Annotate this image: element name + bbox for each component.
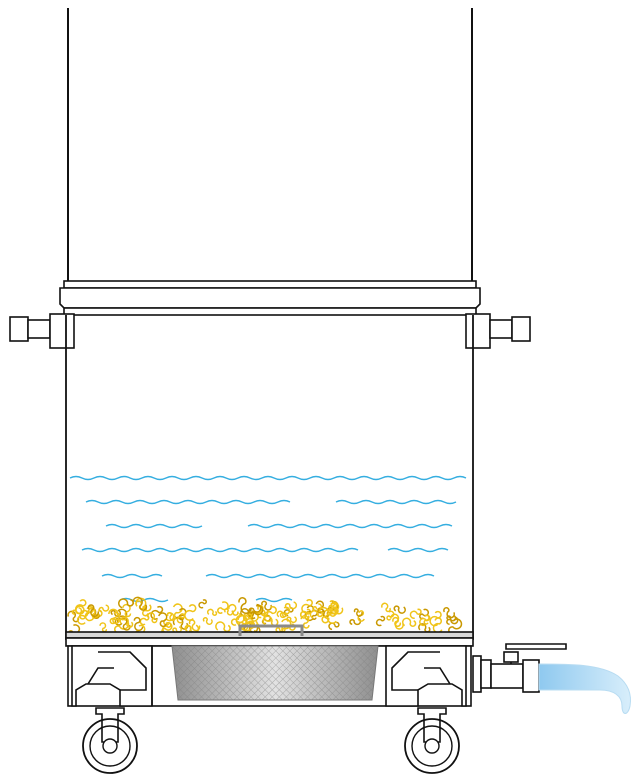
metal-chip [275,625,286,633]
water-wave-line [335,499,457,505]
metal-chip [263,606,277,622]
metal-chip [419,608,429,620]
metal-chip [381,602,391,613]
metal-chip [172,626,182,633]
metal-chip [262,615,279,627]
right-side-nozzle [465,313,531,349]
upper-column [67,8,473,283]
metal-chip [418,623,431,633]
metal-chip [147,612,158,624]
caster-wheel [404,707,460,774]
metal-chip [237,615,249,631]
metal-chip [119,616,134,628]
metal-chip [300,615,310,629]
metal-chip [386,610,395,621]
metal-chip [217,601,229,614]
left-bracket [71,645,153,707]
water-wave-line [205,573,435,579]
metal-chip [87,607,100,618]
valve-handle [505,643,567,650]
metal-chip [87,604,100,617]
metal-chip [286,616,297,624]
metal-chip [443,607,456,619]
metal-chip [132,596,148,611]
caster-wheels [82,707,460,774]
metal-chip [328,600,336,610]
metal-chip [390,613,402,628]
metal-chip [98,604,110,613]
metal-chip [429,610,442,627]
left-side-nozzle [9,313,75,349]
metal-chip [135,597,152,612]
metal-chip [99,622,108,633]
metal-chip [238,597,252,614]
metal-chip [446,615,457,622]
metal-chip [198,599,207,609]
flange-ring [59,280,481,316]
metal-chip [108,608,120,625]
metal-chip [76,609,89,625]
metal-chip [284,601,298,610]
metal-chip [279,606,291,619]
metal-chip [301,599,313,614]
metal-chip [133,616,144,632]
metal-chip [312,603,323,612]
water-wave-line [85,499,291,505]
outflow-stream [538,663,631,714]
basket-handle [238,624,304,636]
caster-wheel [82,707,138,774]
metal-chip [409,608,422,619]
water-wave-line [69,475,467,481]
metal-chip [202,617,213,625]
metal-chip [353,608,363,617]
metal-chip [328,621,340,631]
metal-chip [166,612,177,621]
metal-chip [215,621,231,633]
metal-chip [243,613,253,622]
metal-chip [392,616,404,630]
metal-chip [139,614,150,626]
drain-valve [472,643,567,693]
metal-chip [375,615,386,627]
metal-chip [228,603,239,616]
chip-layer [67,596,463,638]
metal-chip [315,600,325,614]
water-wave-line [81,547,359,553]
water-wave-line [387,547,449,553]
metal-chip [118,598,134,609]
metal-chip [122,603,132,618]
metal-chip [419,614,430,627]
metal-chip [309,610,324,619]
metal-chip [261,600,273,611]
metal-chip [158,612,168,628]
metal-chip [393,605,406,614]
metal-chip [71,607,83,615]
metal-chip [318,606,330,624]
metal-chip [178,608,187,621]
metal-chip [207,608,218,616]
metal-chip [240,608,255,618]
right-bracket [385,645,467,707]
metal-chip [401,617,417,627]
water-wave-line [101,573,163,579]
metal-chip [184,604,197,621]
strainer-basket [171,624,379,701]
tank-body [65,315,474,640]
metal-chip [75,605,87,620]
water-level [69,475,467,603]
metal-chip [176,613,186,624]
water-wave-line [255,597,293,603]
water-wave-line [105,523,203,529]
water-wave-line [247,523,453,529]
